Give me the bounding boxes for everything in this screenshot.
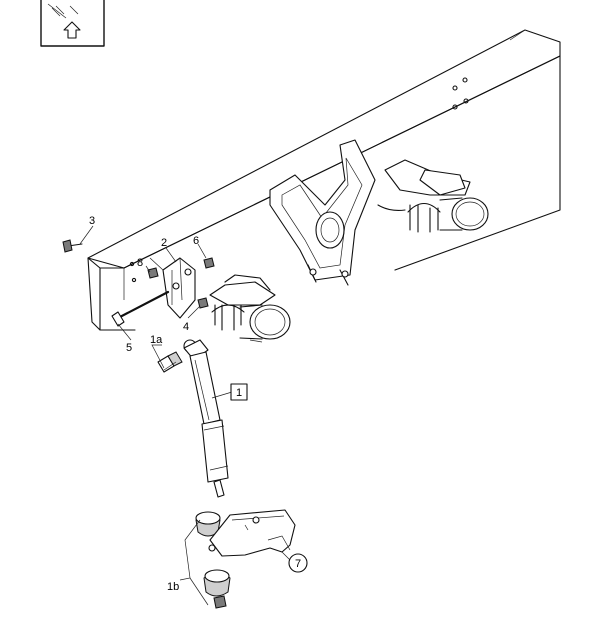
callout-2: 2 xyxy=(161,237,167,249)
callout-7: 7 xyxy=(295,558,301,570)
callout-6: 6 xyxy=(193,235,199,247)
callout-1a: 1a xyxy=(150,334,163,346)
navigate-up-button[interactable] xyxy=(40,0,105,47)
rear-axle-assembly xyxy=(377,159,489,233)
upper-shock-bracket xyxy=(149,257,196,319)
callout-7-circle[interactable]: 7 xyxy=(288,553,308,573)
nut-8 xyxy=(147,267,159,279)
nut-6 xyxy=(203,257,215,269)
bushing-1b xyxy=(195,511,231,609)
callout-1-box[interactable]: 1 xyxy=(230,383,248,401)
callout-8: 8 xyxy=(137,257,143,269)
frame-rail xyxy=(87,29,561,331)
front-axle-assembly xyxy=(209,274,291,343)
callout-1b: 1b xyxy=(167,581,179,593)
shock-absorber xyxy=(183,339,229,498)
leader-lines xyxy=(79,225,291,606)
zoom-out-up-arrow-icon xyxy=(47,3,81,39)
bolt-3 xyxy=(62,239,83,253)
callout-1: 1 xyxy=(236,387,242,399)
nut-4 xyxy=(197,297,209,309)
cross-member xyxy=(269,139,376,286)
lower-shock-bracket xyxy=(209,509,296,557)
callout-3: 3 xyxy=(89,215,95,227)
bolt-5 xyxy=(111,290,170,327)
callout-4: 4 xyxy=(183,321,189,333)
callout-5: 5 xyxy=(126,342,132,354)
